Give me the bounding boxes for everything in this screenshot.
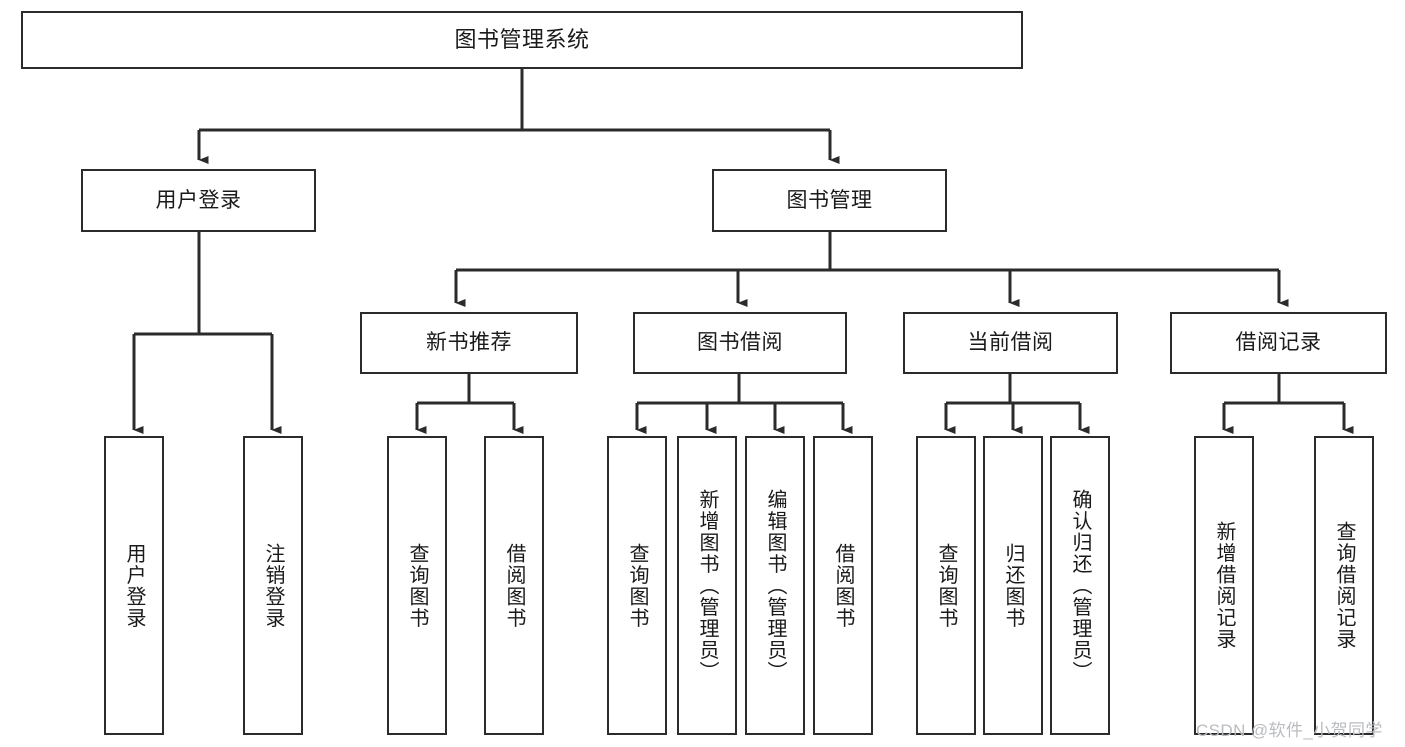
node-book-borrow[interactable]: 图书借阅 [633, 312, 847, 374]
leaf-query-book-current[interactable]: 查询图书 [916, 436, 976, 735]
node-current-borrow[interactable]: 当前借阅 [903, 312, 1118, 374]
node-label: 新增借阅记录 [1213, 521, 1235, 650]
leaf-logout[interactable]: 注销登录 [243, 436, 303, 735]
node-label: 查询图书 [406, 542, 428, 629]
node-label: 用户登录 [123, 542, 145, 629]
node-label: 借阅图书 [503, 542, 525, 629]
leaf-query-book-new[interactable]: 查询图书 [387, 436, 447, 735]
node-label: 查询借阅记录 [1333, 521, 1355, 650]
node-label: 图书管理系统 [454, 26, 590, 52]
node-label: 查询图书 [626, 542, 648, 629]
node-label: 新增图书（管理员） [696, 488, 718, 683]
node-label: 注销登录 [262, 542, 284, 629]
node-borrow-records[interactable]: 借阅记录 [1170, 312, 1387, 374]
leaf-query-book-borrow[interactable]: 查询图书 [607, 436, 667, 735]
leaf-user-login[interactable]: 用户登录 [104, 436, 164, 735]
leaf-add-borrow-record[interactable]: 新增借阅记录 [1194, 436, 1254, 735]
leaf-add-book-admin[interactable]: 新增图书（管理员） [677, 436, 737, 735]
node-label: 当前借阅 [967, 331, 1054, 355]
leaf-return-book[interactable]: 归还图书 [983, 436, 1043, 735]
leaf-edit-book-admin[interactable]: 编辑图书（管理员） [745, 436, 805, 735]
csdn-watermark: CSDN @软件_小贺同学 [1196, 721, 1383, 740]
leaf-query-borrow-record[interactable]: 查询借阅记录 [1314, 436, 1374, 735]
node-root-system[interactable]: 图书管理系统 [21, 11, 1023, 69]
node-label: 借阅图书 [832, 542, 854, 629]
node-new-book-recommend[interactable]: 新书推荐 [360, 312, 578, 374]
leaf-confirm-return-admin[interactable]: 确认归还（管理员） [1050, 436, 1110, 735]
node-book-management[interactable]: 图书管理 [712, 169, 947, 232]
node-label: 归还图书 [1002, 542, 1024, 629]
node-label: 图书借阅 [697, 331, 783, 355]
node-label: 借阅记录 [1235, 331, 1322, 355]
node-label: 确认归还（管理员） [1069, 488, 1091, 683]
node-label: 查询图书 [935, 542, 957, 629]
node-label: 用户登录 [155, 188, 242, 212]
leaf-borrow-book-new[interactable]: 借阅图书 [484, 436, 544, 735]
node-label: 图书管理 [786, 188, 873, 212]
node-label: 新书推荐 [426, 331, 512, 355]
node-user-login[interactable]: 用户登录 [81, 169, 316, 232]
node-label: 编辑图书（管理员） [764, 488, 786, 683]
leaf-borrow-book[interactable]: 借阅图书 [813, 436, 873, 735]
